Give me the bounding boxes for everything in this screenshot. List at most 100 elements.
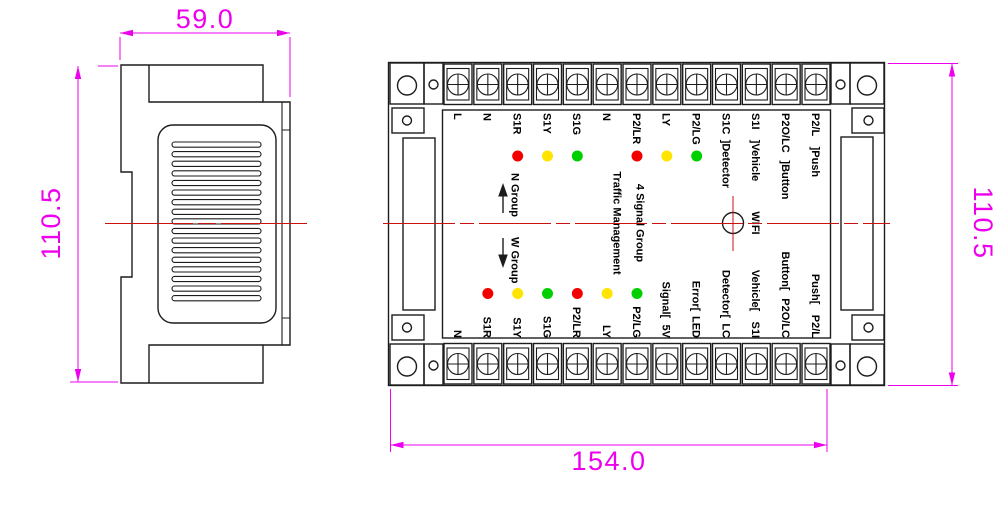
mounting-hole-small — [428, 360, 439, 371]
terminal-label: L — [451, 113, 463, 120]
arrowhead — [74, 369, 82, 382]
terminal-label: P2O/LC — [779, 298, 791, 338]
mounting-hole — [856, 356, 878, 377]
dim-text-side-height: 110.5 — [36, 186, 66, 259]
mounting-hole-small — [428, 79, 439, 90]
terminal-label: S1R — [510, 113, 522, 134]
arrowhead — [120, 29, 133, 37]
terminal-label: N — [600, 113, 612, 121]
mounting-hole — [856, 75, 878, 96]
mounting-hole-small — [835, 360, 846, 371]
terminal-block — [622, 342, 652, 385]
terminal-label: P2/L — [809, 315, 821, 339]
led-indicator-red — [512, 150, 524, 162]
terminal-block — [443, 63, 473, 106]
led-indicator-red — [571, 288, 583, 299]
dimension-59: 59.0 — [119, 4, 291, 97]
vent-slot — [171, 179, 262, 187]
terminal-label: LED — [689, 316, 701, 338]
vent-slot — [171, 256, 262, 263]
terminal-label: S1R — [481, 317, 493, 338]
terminal-label: LY — [600, 325, 612, 339]
terminal-block — [801, 63, 831, 106]
group-label: Push[ — [809, 274, 821, 305]
terminal-label: S1G — [540, 316, 552, 338]
terminal-block — [532, 342, 563, 385]
led-indicator-green — [631, 288, 643, 299]
led-indicator-yellow — [512, 288, 524, 299]
terminal-label: S1I — [749, 113, 761, 130]
dim-text-side-width: 59.0 — [176, 4, 235, 34]
terminal-block — [562, 63, 593, 106]
led-indicator-green — [691, 150, 703, 162]
terminal-label: N — [451, 330, 463, 338]
mounting-ear — [389, 343, 425, 386]
mounting-ears — [389, 62, 885, 386]
vent-slot — [171, 227, 262, 235]
group-label: ]Push — [809, 147, 821, 178]
terminal-block — [502, 63, 533, 106]
terminal-label: P2/LR — [630, 113, 642, 144]
mounting-tab — [851, 107, 885, 134]
terminal-label: P2/LG — [689, 113, 701, 145]
mounting-hole — [396, 356, 418, 377]
side-view-top-block — [148, 65, 263, 103]
mounting-tab — [830, 343, 851, 386]
led-indicator-yellow — [661, 150, 673, 162]
terminal-label: 5V — [660, 325, 672, 339]
terminal-label: S1Y — [510, 317, 522, 338]
mounting-hole-small — [401, 322, 413, 333]
group-label: Vehicle[ — [749, 270, 761, 312]
terminal-block — [801, 342, 831, 385]
group-label: Error[ — [689, 281, 701, 312]
group-label: ]Button — [779, 160, 791, 199]
terminal-block — [771, 342, 801, 385]
terminal-block — [652, 63, 682, 106]
vent-slot — [171, 170, 262, 177]
terminal-label: S1I — [749, 321, 761, 338]
group-label: Detector[ — [719, 270, 731, 319]
arrowhead — [948, 372, 956, 386]
top-terminal-strip — [443, 63, 831, 106]
terminal-label: S1C — [719, 113, 731, 134]
terminal-label: S1Y — [540, 113, 552, 134]
arrowhead — [814, 441, 827, 449]
terminal-block — [592, 63, 622, 106]
terminal-block — [502, 342, 533, 385]
mounting-tab — [391, 107, 425, 134]
mounting-ear — [849, 62, 885, 105]
side-view-bottom-block — [148, 344, 263, 383]
vent-slot — [171, 160, 262, 167]
terminal-block — [681, 342, 712, 385]
arrowhead — [74, 66, 82, 79]
mounting-hole-small — [835, 79, 846, 90]
group-label: ]Detector — [719, 140, 731, 189]
dim-text-front-width: 154.0 — [571, 446, 646, 476]
terminal-block — [771, 63, 801, 106]
vent-slot — [171, 199, 262, 206]
arrowhead — [277, 29, 290, 37]
group-label: ]Vehicle — [749, 140, 761, 182]
terminal-block — [592, 342, 622, 385]
dimension-110-right: 110.5 — [888, 63, 993, 386]
led-indicator-yellow — [601, 288, 613, 299]
n-group-label: N Group — [509, 173, 521, 217]
terminal-block — [741, 342, 772, 385]
led-indicator-green — [541, 288, 553, 299]
terminal-label: S1G — [570, 113, 582, 135]
terminal-block — [443, 342, 473, 385]
n-group-arrow-icon — [498, 183, 508, 197]
mounting-hole-small — [863, 322, 874, 333]
terminal-label: P2/LG — [630, 306, 642, 338]
side-view — [105, 64, 307, 384]
terminal-label: P2O/LC — [779, 113, 791, 153]
terminal-block — [711, 342, 742, 385]
dim-text-front-height: 110.5 — [968, 186, 993, 259]
vent-slot — [171, 295, 262, 302]
mounting-ear — [389, 62, 425, 105]
vent-slot — [171, 237, 262, 244]
terminal-block — [532, 63, 563, 106]
terminal-block — [473, 342, 503, 385]
